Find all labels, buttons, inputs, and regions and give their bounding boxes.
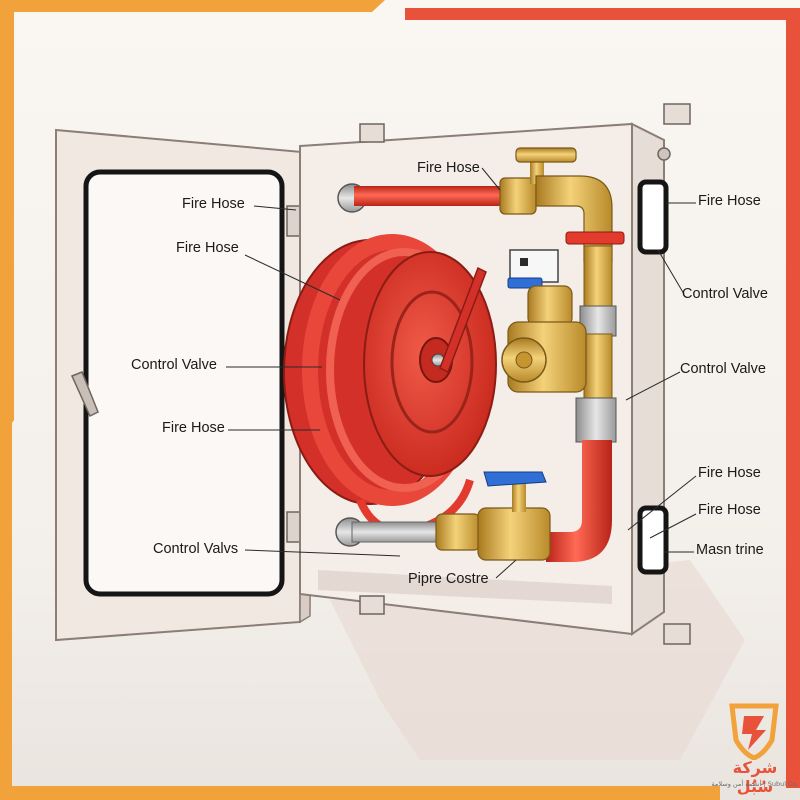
label-door-fire-hose-lower: Fire Hose [162, 420, 225, 436]
leader-bottom-pipre-costre [495, 559, 517, 579]
label-door-control-valvs: Control Valvs [153, 541, 239, 557]
vertical-pipe-stack [546, 245, 617, 562]
label-bottom-pipre-costre: Pipre Costre [408, 571, 489, 587]
blue-lever-handle [483, 471, 547, 487]
red-shutoff-handle [565, 231, 625, 245]
label-right-fire-hose-top: Fire Hose [698, 193, 761, 209]
label-right-control-valve-upper: Control Valve [682, 286, 768, 302]
top-valve-cap [515, 147, 577, 163]
leader-lines [226, 167, 697, 579]
leader-door-fire-hose-top [253, 205, 297, 211]
shield-logo-icon [729, 703, 779, 761]
leader-right-fire-hose-lower-1 [627, 475, 697, 531]
top-pipe [337, 147, 625, 263]
brand-logo: شركة سُبُل أنظمة أمن وسلامة | Subul Co. [708, 700, 800, 800]
riser-red-pipe [546, 440, 612, 562]
side-slot-bottom [637, 505, 669, 575]
leader-right-control-valve-upper [657, 249, 685, 295]
blue-lever-upper [507, 277, 543, 289]
reel-inner-ring [390, 290, 474, 434]
valve-gauge-center [515, 351, 533, 369]
label-cabinet-fire-hose-top: Fire Hose [417, 160, 480, 176]
leader-right-control-valve-mid [625, 371, 681, 401]
label-right-masn-trine: Masn trine [696, 542, 764, 558]
bottom-valve-stem [512, 484, 526, 512]
bottom-brass-union [435, 513, 481, 551]
accent-bottom-orange [0, 786, 720, 800]
label-right-fire-hose-lower-1: Fire Hose [698, 465, 761, 481]
riser-steel-lower [575, 397, 617, 443]
accent-left-orange [0, 330, 12, 800]
solenoid-box [509, 249, 559, 283]
reel-swing-arm [439, 266, 487, 374]
latch-bolt [657, 147, 671, 161]
top-red-pipe [354, 186, 510, 206]
side-slot-top [637, 179, 669, 255]
door-handle-icon [70, 371, 99, 418]
solenoid-indicator [520, 258, 528, 266]
bottom-pipe-assembly [335, 471, 551, 561]
label-door-fire-hose-reel: Fire Hose [176, 240, 239, 256]
label-right-fire-hose-lower-2: Fire Hose [698, 502, 761, 518]
brand-tagline: أنظمة أمن وسلامة | Subul Co. [711, 780, 799, 788]
label-door-control-valve: Control Valve [131, 357, 217, 373]
riser-brass-mid [583, 333, 613, 401]
leader-right-fire-hose-lower-2 [649, 513, 697, 539]
door-window [83, 169, 285, 597]
valve-body-top [527, 285, 573, 327]
mount-tab-top-right [663, 103, 691, 125]
leader-cabinet-fire-hose-top [481, 167, 501, 191]
bottom-valve-body [477, 507, 551, 561]
riser-brass-upper [583, 245, 613, 311]
accent-right-red [786, 8, 800, 788]
accent-top-red-bar [405, 8, 800, 20]
bottom-steel-pipe [351, 521, 443, 543]
brand-name-arabic: شركة سُبُل [732, 758, 778, 796]
mount-tab-bottom-right [663, 623, 691, 645]
cabinet-inner-floor [318, 570, 612, 604]
leader-door-control-valvs [244, 549, 401, 557]
hose-reel [283, 234, 497, 535]
control-valve-assembly [501, 249, 587, 393]
label-door-fire-hose-top: Fire Hose [182, 196, 245, 212]
leader-door-fire-hose-reel [244, 254, 341, 301]
mount-tab-top-left [359, 123, 385, 143]
mount-tab-bottom-left [359, 595, 385, 615]
label-right-control-valve-mid: Control Valve [680, 361, 766, 377]
